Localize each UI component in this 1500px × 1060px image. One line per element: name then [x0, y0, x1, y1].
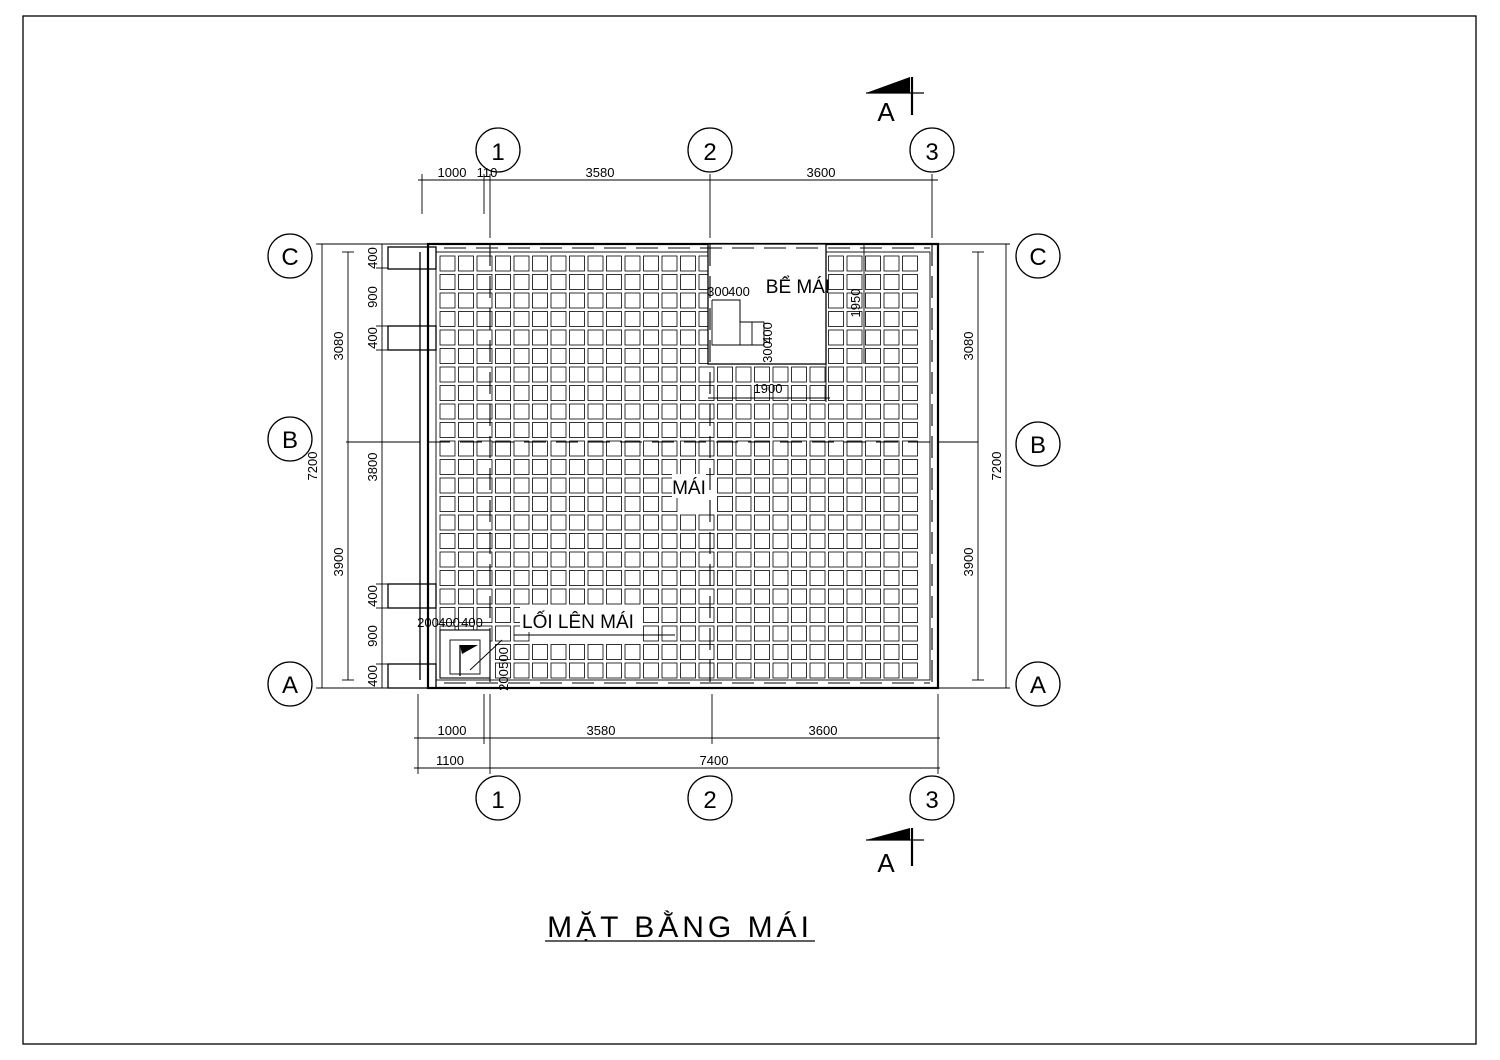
axis-extension-lines	[318, 243, 1010, 689]
axis-bubble-1-top	[475, 127, 521, 173]
dim-top-1000: 1000	[438, 165, 467, 180]
axis-label-3-top: 3	[925, 139, 938, 166]
access-region	[439, 629, 675, 679]
dim-access-400-a: 400	[438, 615, 460, 630]
axis-label-b-left: B	[282, 427, 298, 454]
dim-tank-1950: 1950	[848, 289, 863, 318]
dim-left-900-b: 900	[365, 625, 380, 647]
axis-bubble-a-left	[267, 661, 313, 707]
axis-label-a-left: A	[282, 672, 298, 699]
dim-top-110: 110	[477, 165, 498, 180]
dim-left-400-c: 400	[365, 585, 380, 607]
axis-label-1-top: 1	[491, 139, 504, 166]
axis-bubble-3-bottom	[909, 775, 955, 821]
tank-region	[707, 243, 865, 402]
roof-outline	[387, 242, 940, 690]
right-dimension-lines	[972, 244, 1007, 688]
top-dimension-lines	[418, 174, 938, 238]
axis-bubble-2-bottom	[687, 775, 733, 821]
axis-bubble-b-right	[1015, 421, 1061, 467]
axis-label-c-right: C	[1029, 244, 1046, 271]
top-dimension-texts: 1000 110 3580 3600	[438, 165, 836, 180]
dim-left-400-b: 400	[365, 327, 380, 349]
section-marker-top: A	[866, 77, 924, 127]
right-dimension-texts: 3080 3900 7200	[961, 332, 1004, 577]
left-dimension-texts: 400 900 400 3800 400 900 400 3080 3900 7…	[305, 247, 380, 687]
dim-bottom-3600: 3600	[809, 723, 838, 738]
section-marker-bottom: A	[866, 828, 924, 878]
dim-bottom-3580: 3580	[587, 723, 616, 738]
roof-tile-grid	[439, 255, 918, 679]
axis-label-3-bottom: 3	[925, 787, 938, 814]
dim-top-3580: 3580	[586, 165, 615, 180]
dim-tank-300-b: 300	[760, 341, 775, 363]
tank-label: BỂ MÁI	[766, 276, 830, 298]
roof-label: MÁI	[672, 478, 706, 499]
axis-bubble-3-top	[909, 127, 955, 173]
dim-left-400-a: 400	[365, 247, 380, 269]
dim-right-7200: 7200	[989, 452, 1004, 481]
axis-label-a-right: A	[1030, 672, 1046, 699]
dim-access-200-b: 200	[496, 669, 511, 691]
section-label-bottom: A	[877, 848, 895, 878]
axis-label-b-right: B	[1030, 432, 1046, 459]
access-label: LỐI LÊN MÁI	[522, 611, 634, 633]
axis-bubble-1-bottom	[475, 775, 521, 821]
dim-tank-400-a: 400	[728, 284, 750, 299]
dim-left-900-a: 900	[365, 286, 380, 308]
axis-bubble-c-right	[1015, 233, 1061, 279]
dim-access-400-b: 400	[461, 615, 483, 630]
dim-tank-1900: 1900	[754, 381, 783, 396]
axis-label-2-top: 2	[703, 139, 716, 166]
dim-right-3080: 3080	[961, 332, 976, 361]
dim-bottom-7400: 7400	[700, 753, 729, 768]
dim-left-3080: 3080	[331, 332, 346, 361]
dim-left-7200: 7200	[305, 452, 320, 481]
dim-tank-300-a: 300	[707, 284, 729, 299]
bottom-dimension-lines	[414, 694, 940, 774]
sheet-border	[22, 15, 1477, 1045]
axis-label-2-bottom: 2	[703, 787, 716, 814]
axis-label-1-bottom: 1	[491, 787, 504, 814]
dim-tank-400-b: 400	[760, 322, 775, 344]
drawing-title: MẶT BẰNG MÁI	[547, 910, 813, 944]
access-dimension-texts: 200 400 400 200 500	[417, 615, 511, 691]
axis-bubble-c-left	[267, 233, 313, 279]
dim-left-3800: 3800	[365, 453, 380, 482]
axis-label-c-left: C	[281, 244, 298, 271]
dim-bottom-1100: 1100	[436, 753, 464, 768]
dim-top-3600: 3600	[807, 165, 836, 180]
dim-bottom-1000: 1000	[438, 723, 467, 738]
tank-dimension-texts: 300 400 300 400 1900 1950	[707, 284, 863, 396]
axis-bubble-b-left	[267, 416, 313, 462]
axis-grid-lines	[428, 244, 938, 688]
dim-access-200-a: 200	[417, 615, 439, 630]
dim-left-3900: 3900	[331, 548, 346, 577]
axis-bubble-a-right	[1015, 661, 1061, 707]
axis-bubble-2-top	[687, 127, 733, 173]
dim-access-500: 500	[496, 647, 511, 669]
dim-left-400-d: 400	[365, 665, 380, 687]
section-label-top: A	[877, 97, 895, 127]
left-dimension-lines	[316, 243, 388, 689]
bottom-dimension-texts: 1000 3580 3600 1100 7400	[436, 723, 837, 768]
dim-right-3900: 3900	[961, 548, 976, 577]
axis-bubbles: 1 2 3 1 2 3 C B A C B A	[267, 127, 1061, 821]
